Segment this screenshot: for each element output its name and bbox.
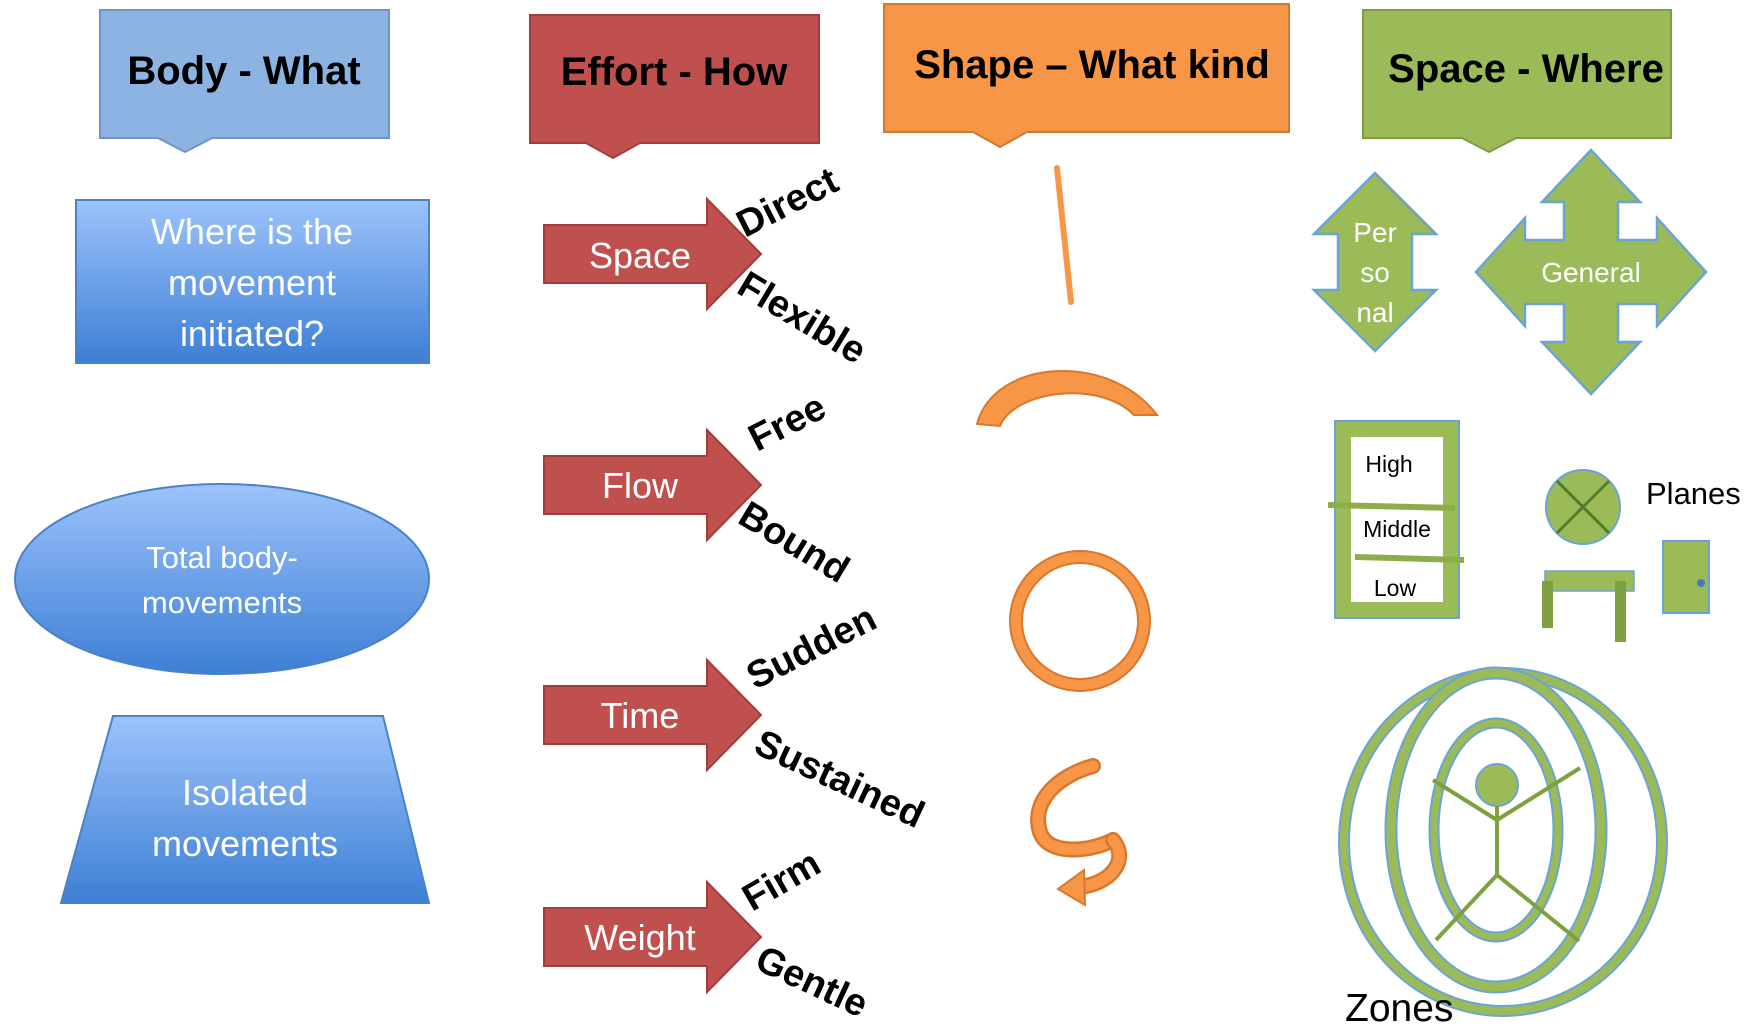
- effort-flow-arrow: Flow Free Bound: [543, 386, 856, 592]
- spiral-arrow-icon: [1030, 758, 1127, 907]
- space-header: Space - Where: [1362, 9, 1672, 154]
- isolated-line-2: movements: [152, 823, 338, 864]
- general-label: General: [1541, 257, 1641, 288]
- personal-line-2: so: [1360, 257, 1390, 288]
- effort-weight-arrow: Weight Firm Gentle: [543, 842, 874, 1026]
- effort-time-label: Time: [601, 695, 680, 736]
- effort-space-upper: Direct: [730, 160, 845, 246]
- circle-icon: [1009, 550, 1151, 692]
- personal-line-3: nal: [1356, 297, 1393, 328]
- effort-weight-lower: Gentle: [749, 938, 874, 1026]
- table-icon: [1542, 570, 1635, 642]
- shape-header-label: Shape – What kind: [914, 43, 1270, 87]
- arc-icon: [975, 369, 1159, 428]
- levels-frame: High Middle Low: [1327, 420, 1465, 619]
- body-header: Body - What: [99, 9, 390, 154]
- effort-time-arrow: Time Sudden Sustained: [543, 597, 931, 837]
- effort-flow-upper: Free: [742, 386, 833, 460]
- personal-arrow: Per so nal: [1310, 171, 1440, 353]
- shape-header: Shape – What kind: [883, 3, 1290, 149]
- effort-space-arrow: Space Direct Flexible: [543, 160, 873, 373]
- effort-header: Effort - How: [529, 14, 820, 160]
- effort-header-label: Effort - How: [561, 50, 789, 94]
- effort-space-lower: Flexible: [730, 264, 873, 373]
- total-body-ellipse: Total body- movements: [14, 483, 430, 675]
- initiated-line-1: Where is the: [151, 211, 353, 252]
- effort-time-lower: Sustained: [748, 722, 930, 837]
- level-divider-lower: [1354, 554, 1465, 563]
- total-line-2: movements: [142, 585, 302, 620]
- effort-space-label: Space: [589, 235, 691, 276]
- isolated-trapezoid: Isolated movements: [59, 715, 431, 904]
- general-arrow: General: [1474, 148, 1708, 396]
- personal-line-1: Per: [1353, 217, 1397, 248]
- four-way-arrow-icon: [1474, 148, 1708, 396]
- space-header-label: Space - Where: [1388, 47, 1664, 91]
- initiated-box: Where is the movement initiated?: [75, 199, 430, 364]
- effort-time-upper: Sudden: [740, 597, 883, 698]
- door-icon: [1662, 540, 1710, 614]
- isolated-line-1: Isolated: [182, 772, 308, 813]
- body-header-label: Body - What: [127, 49, 360, 93]
- planes-label: Planes: [1646, 476, 1741, 511]
- stick-figure-icon: [1431, 763, 1582, 943]
- level-high: High: [1365, 451, 1412, 477]
- plane-circle-icon: [1545, 469, 1621, 545]
- total-line-1: Total body-: [146, 540, 298, 575]
- initiated-line-3: initiated?: [180, 313, 324, 354]
- level-divider-upper: [1327, 502, 1456, 511]
- effort-weight-upper: Firm: [736, 842, 828, 920]
- initiated-line-2: movement: [168, 262, 336, 303]
- effort-flow-label: Flow: [602, 465, 679, 506]
- zones-rings: [1338, 666, 1668, 1017]
- effort-flow-lower: Bound: [731, 494, 856, 592]
- level-middle: Middle: [1363, 516, 1431, 542]
- level-low: Low: [1374, 575, 1417, 601]
- effort-weight-label: Weight: [584, 917, 695, 958]
- zones-label: Zones: [1345, 987, 1453, 1030]
- straight-line-icon: [1054, 165, 1074, 305]
